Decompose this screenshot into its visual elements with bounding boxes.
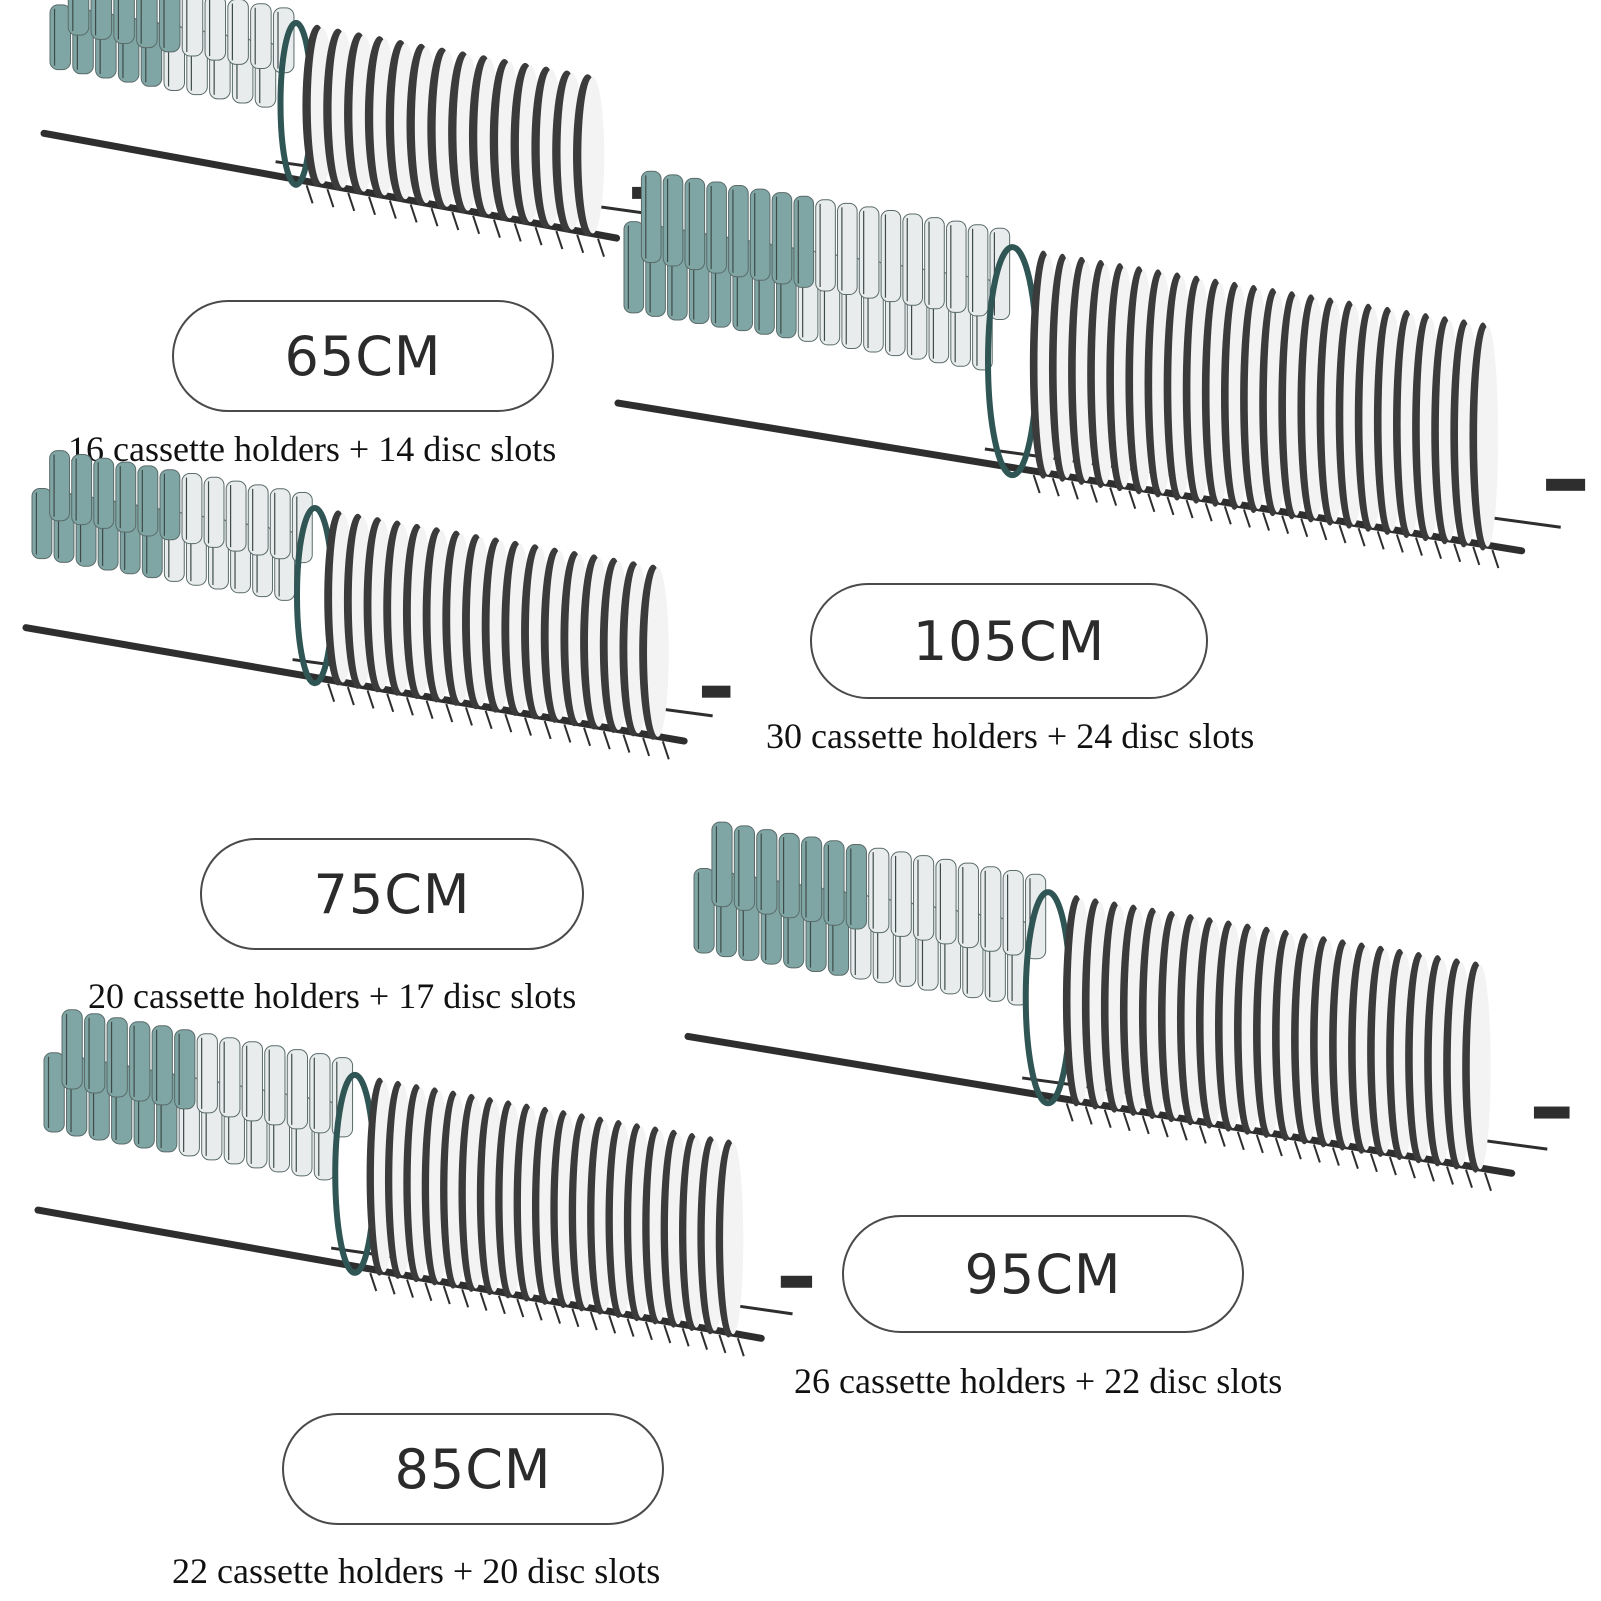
size-label: 95CM [964, 1242, 1122, 1306]
dish-rack-105cm-image [614, 170, 1586, 569]
dish-rack-95cm-image [684, 821, 1570, 1192]
capacity-text-95cm: 26 cassette holders + 22 disc slots [794, 1361, 1283, 1401]
size-badge-105cm: 105CM [810, 583, 1208, 699]
size-label: 65CM [284, 324, 442, 388]
rack-drawing [614, 170, 1586, 569]
size-label: 85CM [394, 1437, 552, 1501]
capacity-text-105cm: 30 cassette holders + 24 disc slots [766, 716, 1255, 756]
capacity-text-65cm: 16 cassette holders + 14 disc slots [68, 429, 557, 469]
size-badge-65cm: 65CM [172, 300, 554, 412]
dish-rack-85cm-image [34, 1009, 813, 1357]
capacity-text-85cm: 22 cassette holders + 20 disc slots [172, 1551, 661, 1591]
rack-drawing [34, 1009, 813, 1357]
rack-drawing [684, 821, 1570, 1192]
size-label: 105CM [912, 609, 1106, 673]
rack-drawing [22, 450, 731, 760]
capacity-text-75cm: 20 cassette holders + 17 disc slots [88, 976, 577, 1016]
size-label: 75CM [313, 862, 471, 926]
size-badge-95cm: 95CM [842, 1215, 1244, 1333]
size-badge-85cm: 85CM [282, 1413, 664, 1525]
dish-rack-75cm-image [22, 450, 731, 760]
dish-rack-65cm-image [40, 0, 657, 257]
rack-drawing [40, 0, 657, 257]
size-badge-75cm: 75CM [200, 838, 584, 950]
